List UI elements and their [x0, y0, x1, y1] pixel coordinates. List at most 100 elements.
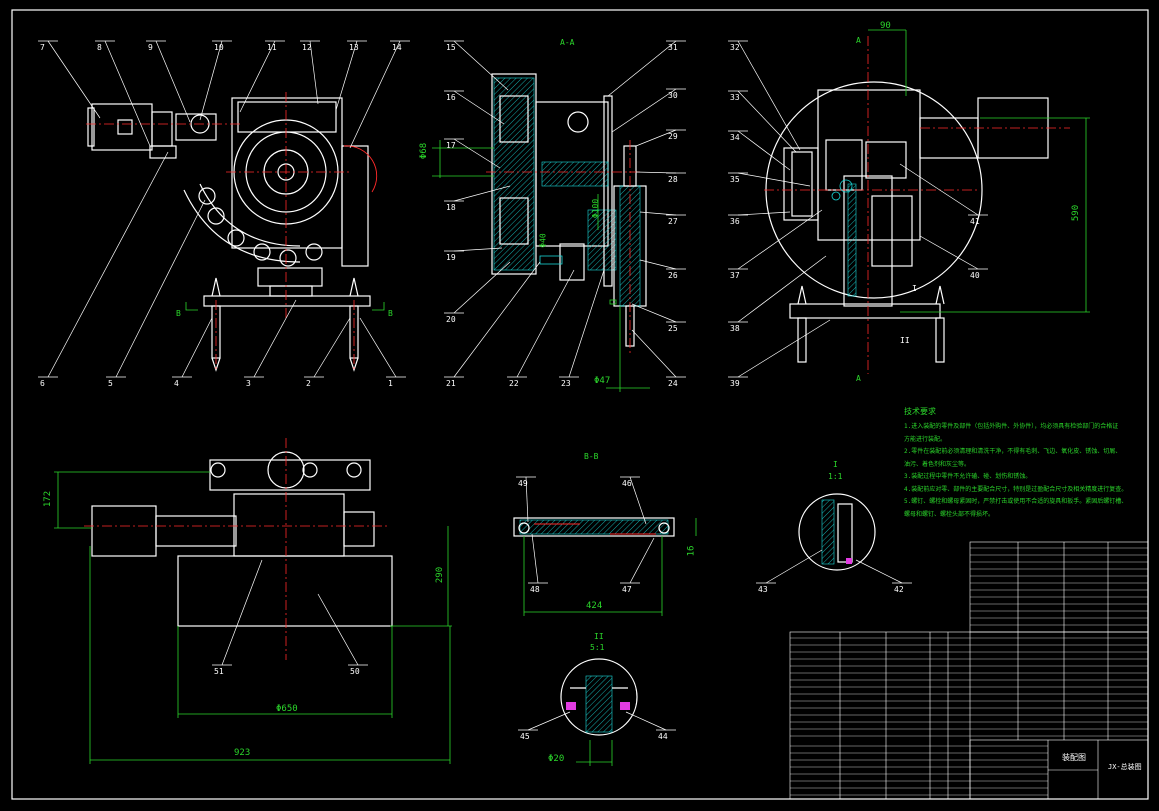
tech-req-line: 油污、着色剂和灰尘等。 [904, 460, 971, 468]
dim-90: 90 [880, 21, 891, 31]
part-number-36: 36 [730, 217, 740, 226]
tech-req-line: 螺母和螺钉、螺栓头部不得损坏。 [904, 510, 995, 518]
leader-line [919, 235, 979, 270]
part-number-6: 6 [40, 379, 45, 388]
leader-line [181, 317, 213, 378]
part-number-22: 22 [509, 379, 519, 388]
leader-line [335, 40, 358, 111]
leader-line [899, 163, 979, 216]
leader-line [737, 319, 831, 378]
part-number-48: 48 [530, 585, 540, 594]
leader-line [253, 299, 297, 378]
dim-40: Φ40 [538, 233, 548, 248]
part-number-32: 32 [730, 43, 740, 52]
leader-line [737, 255, 827, 323]
part-number-4: 4 [174, 379, 179, 388]
detail-i-ref: I [833, 460, 838, 469]
part-number-26: 26 [668, 271, 678, 280]
section-aa-title: A-A [560, 38, 575, 47]
section-aa-view [486, 73, 647, 356]
dim-20: Φ20 [548, 754, 565, 764]
leader-line [525, 476, 529, 523]
part-number-34: 34 [730, 133, 740, 142]
title-block-name: 装配图 [1062, 753, 1086, 762]
part-number-25: 25 [668, 324, 678, 333]
part-number-40: 40 [970, 271, 980, 280]
drawing-border [11, 9, 1149, 800]
dim-16: 16 [686, 545, 697, 557]
detail-ii-scale: 5:1 [590, 643, 605, 652]
part-number-30: 30 [668, 91, 678, 100]
dim-923: 923 [234, 748, 251, 758]
part-number-45: 45 [520, 732, 530, 741]
part-number-35: 35 [730, 175, 740, 184]
part-number-39: 39 [730, 379, 740, 388]
part-number-19: 19 [446, 253, 456, 262]
leader-line [47, 151, 169, 378]
leader-line [611, 88, 677, 133]
part-number-37: 37 [730, 271, 740, 280]
cut-mark-a-top: A [856, 36, 861, 45]
part-number-24: 24 [668, 379, 678, 388]
part-number-21: 21 [446, 379, 456, 388]
leader-line [453, 261, 541, 378]
part-number-15: 15 [446, 43, 456, 52]
part-number-28: 28 [668, 175, 678, 184]
leader-line [155, 40, 191, 123]
part-number-8: 8 [97, 43, 102, 52]
part-number-14: 14 [392, 43, 402, 52]
leader-line [317, 593, 359, 666]
dim-172: 172 [43, 490, 54, 508]
part-number-49: 49 [518, 479, 528, 488]
leader-line [199, 40, 223, 121]
leader-line [607, 40, 677, 97]
part-number-13: 13 [349, 43, 359, 52]
part-number-11: 11 [267, 43, 277, 52]
leader-line [855, 559, 903, 584]
leader-line [239, 40, 276, 113]
leader-line [635, 129, 677, 147]
dim-424: 424 [586, 601, 603, 611]
title-block-code: JX-总装图 [1108, 763, 1142, 771]
part-number-29: 29 [668, 132, 678, 141]
section-bb-view [513, 517, 675, 537]
leader-line [115, 199, 206, 378]
detail-ii-ref: II [594, 632, 604, 641]
leader-line [737, 209, 823, 270]
leader-line [737, 90, 797, 153]
leader-line [629, 476, 647, 525]
part-number-16: 16 [446, 93, 456, 102]
part-number-46: 46 [622, 479, 632, 488]
tech-req-line: 5.螺钉、螺栓和螺母紧固时，严禁打击或使用不合适的旋具和扳手。紧固后螺钉槽、 [904, 498, 1128, 505]
leader-line [737, 172, 811, 187]
tech-req-line: 1.进入装配的零件及部件（包括外购件、外协件），均必须具有检验部门的合格证 [904, 423, 1119, 430]
part-number-18: 18 [446, 203, 456, 212]
leader-line [531, 533, 539, 584]
cut-mark-b-left: B [176, 309, 181, 318]
detail-i-scale: 1:1 [828, 472, 843, 481]
part-number-10: 10 [214, 43, 224, 52]
leader-line [47, 40, 101, 119]
part-number-12: 12 [302, 43, 312, 52]
leader-line [453, 90, 505, 125]
leader-line [737, 211, 791, 216]
leader-line [349, 40, 401, 149]
tech-req-line: 4.装配前应对零、部件的主要配合尺寸，特别是过盈配合尺寸及相关精度进行复查。 [904, 485, 1128, 493]
leader-line [737, 40, 801, 151]
leader-line [639, 259, 677, 270]
cut-mark-i: I [912, 284, 917, 293]
leader-line [453, 261, 511, 314]
part-number-9: 9 [148, 43, 153, 52]
leader-line [309, 40, 319, 105]
part-number-20: 20 [446, 315, 456, 324]
detail-ii-view [560, 658, 638, 736]
dim-650: Φ650 [276, 704, 298, 714]
cut-mark-ii: II [900, 336, 910, 345]
cut-mark-a-bottom: A [856, 374, 861, 383]
leader-line [453, 247, 503, 252]
leader-line [625, 711, 667, 731]
dim-290: 290 [435, 566, 446, 584]
part-number-33: 33 [730, 93, 740, 102]
part-number-1: 1 [388, 379, 393, 388]
